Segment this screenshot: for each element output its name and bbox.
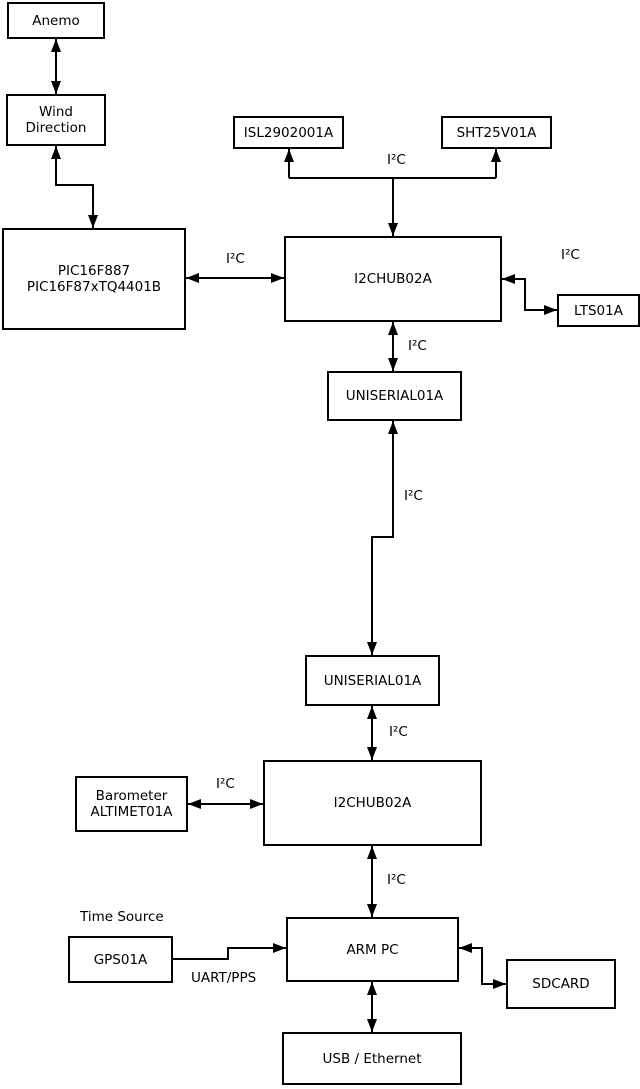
edge-label-i2c-uniserial-link: I²C	[404, 488, 423, 504]
edge-label-uart-pps: UART/PPS	[191, 970, 257, 986]
node-lts01a-label: LTS01A	[574, 302, 623, 319]
edge-label-i2c-uniserial1: I²C	[408, 338, 427, 354]
node-usb-ethernet-label: USB / Ethernet	[322, 1050, 422, 1067]
node-usb-ethernet: USB / Ethernet	[282, 1032, 462, 1085]
node-sdcard-label: SDCARD	[532, 976, 590, 992]
edge-armpc-sdcard	[459, 943, 506, 989]
node-pic: PIC16F887 PIC16F87xTQ4401B	[2, 228, 186, 330]
node-caption-time-source: Time Source	[80, 909, 164, 925]
edge-label-i2c-armpc: I²C	[387, 872, 406, 888]
node-arm-pc: ARM PC	[286, 917, 459, 982]
edge-label-i2c-lts: I²C	[561, 247, 580, 263]
node-wind-direction-line1: Wind	[39, 104, 73, 120]
node-sdcard: SDCARD	[506, 959, 616, 1009]
edge-wind-pic	[51, 146, 98, 228]
node-barometer-line2: ALTIMET01A	[90, 804, 173, 820]
node-uniserial01a-top-label: UNISERIAL01A	[345, 388, 444, 404]
edge-label-i2c-uniserial2: I²C	[389, 724, 408, 740]
node-uniserial01a-top: UNISERIAL01A	[327, 371, 462, 421]
node-anemo: Anemo	[7, 2, 105, 39]
node-i2chub02a-top: I2CHUB02A	[284, 236, 502, 322]
node-sht25v01a-label: SHT25V01A	[456, 124, 537, 141]
node-wind-direction-line2: Direction	[25, 120, 87, 136]
node-i2chub02a-bottom-label: I2CHUB02A	[333, 795, 412, 811]
node-sht25v01a: SHT25V01A	[441, 116, 552, 149]
node-uniserial01a-bottom: UNISERIAL01A	[305, 655, 440, 706]
node-i2chub02a-top-label: I2CHUB02A	[354, 271, 432, 287]
node-gps01a-label: GPS01A	[93, 951, 148, 968]
node-pic-line1: PIC16F887	[57, 263, 131, 279]
edge-label-i2c-pic: I²C	[226, 251, 245, 267]
node-arm-pc-label: ARM PC	[346, 941, 399, 958]
edge-hub1-lts	[502, 274, 557, 315]
edge-uniserial1-uniserial2	[367, 421, 398, 655]
node-anemo-label: Anemo	[32, 12, 80, 29]
node-pic-line2: PIC16F87xTQ4401B	[26, 279, 162, 295]
node-uniserial01a-bottom-label: UNISERIAL01A	[323, 672, 422, 689]
node-isl2902001a-label: ISL2902001A	[243, 124, 334, 141]
node-gps01a: GPS01A	[68, 936, 173, 983]
node-barometer-line1: Barometer	[95, 788, 168, 804]
node-wind-direction: Wind Direction	[6, 94, 106, 146]
edge-label-i2c-barometer: I²C	[216, 776, 235, 792]
node-i2chub02a-bottom: I2CHUB02A	[263, 760, 482, 846]
node-lts01a: LTS01A	[557, 294, 640, 327]
edge-label-i2c-sensor-bus: I²C	[387, 152, 406, 168]
node-barometer: Barometer ALTIMET01A	[75, 776, 188, 832]
edge-gps-armpc	[173, 943, 286, 960]
node-isl2902001a: ISL2902001A	[233, 116, 344, 149]
